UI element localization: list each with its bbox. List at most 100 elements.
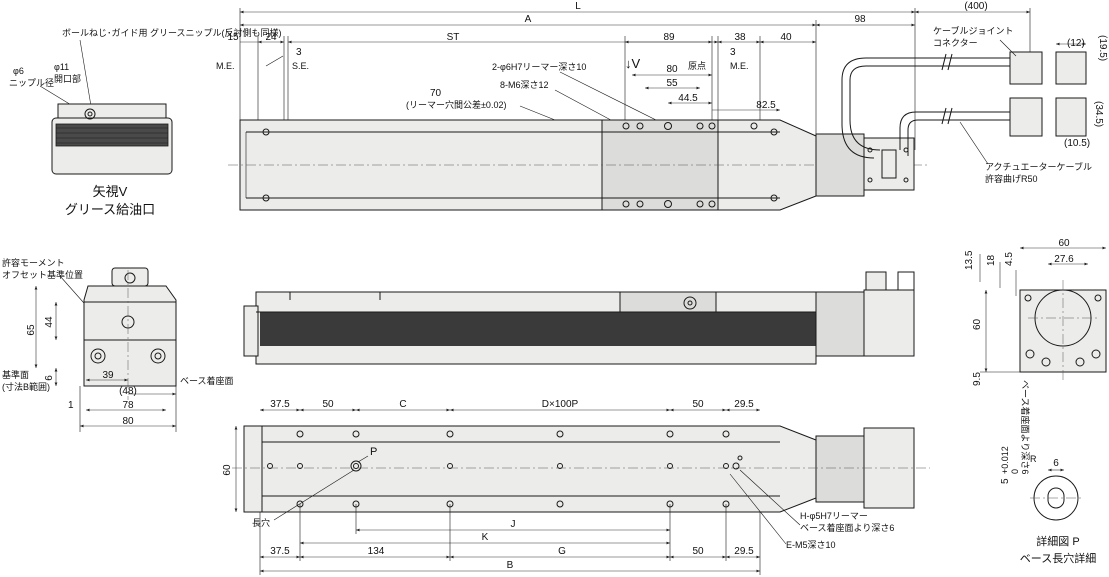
dim-L: L [575, 1, 581, 12]
dim-80: 80 [666, 64, 678, 75]
grease-nipple-label: ボールねじ･ガイド用 グリースニップル(反対側も同様) [62, 27, 282, 38]
end-view: 許容モーメント オフセット基準位置 65 44 6 基準面 (寸法B範囲) 39… [2, 257, 234, 432]
cable-joint-label: ケーブルジョイント [933, 25, 1013, 36]
dim-34-5: (34.5) [1093, 101, 1104, 127]
dim-24: 24 [265, 32, 277, 43]
dim-78: 78 [122, 400, 134, 411]
dim-60-motor-height: 60 [972, 318, 983, 330]
actuator-cable-label: アクチュエーターケーブル [985, 161, 1092, 172]
dim-44: 44 [44, 316, 55, 328]
se-label: S.E. [292, 61, 309, 71]
dim-K: K [482, 532, 489, 543]
dim-37-5b: 37.5 [270, 546, 290, 557]
dim-3b: 3 [730, 47, 736, 58]
dim-4-5: 4.5 [1004, 252, 1015, 266]
dim-D100P: D×100P [542, 399, 579, 410]
opening-label: 開口部 [54, 73, 81, 84]
h-hole-label: H-φ5H7リーマー [800, 511, 868, 521]
dim-J: J [511, 519, 516, 530]
dim-A: A [525, 14, 532, 25]
detail-p-radius: R [1030, 454, 1037, 464]
dim-3a: 3 [296, 47, 302, 58]
section-v-view: ボールねじ･ガイド用 グリースニップル(反対側も同様) φ6 ニップル径 φ11… [9, 27, 282, 217]
hole-8-m6-label: 8-M6深さ12 [500, 80, 549, 90]
cable-joint-connector [1009, 51, 1043, 85]
detail-p-depth-label: ベース着座面より深さ6 [1020, 380, 1031, 474]
dim-ST: ST [447, 32, 460, 43]
dim-13-5: 13.5 [964, 250, 975, 270]
dim-6-detail: 6 [1053, 458, 1059, 469]
dim-98: 98 [854, 14, 866, 25]
dim-50c: 50 [692, 546, 704, 557]
dim-12: (12) [1067, 38, 1085, 49]
h-hole-depth-label: ベース着座面より深さ6 [800, 522, 894, 533]
dim-15: 15 [227, 32, 239, 43]
ref-range-label: (寸法B範囲) [2, 381, 50, 392]
dim-6: 6 [44, 375, 55, 381]
top-view: L A 98 (400) 15 24 3 ST 89 3 38 40 M.E. [216, 1, 1108, 211]
nipple-dia-label: ニップル径 [9, 77, 54, 88]
dim-39: 39 [102, 370, 114, 381]
phi11-label: φ11 [54, 62, 69, 72]
detail-p-tol-lower: 0 [1010, 469, 1020, 474]
detail-p-tol-upper: +0.012 [1000, 446, 1010, 474]
origin-label: 原点 [688, 61, 706, 71]
reamer-tolerance-label: (リーマー穴間公差±0.02) [406, 99, 506, 110]
detail-p-marker: P [370, 446, 377, 458]
dim-70: 70 [430, 88, 442, 99]
dim-29-5b: 29.5 [734, 546, 754, 557]
side-view [243, 271, 915, 365]
dim-40: 40 [780, 32, 792, 43]
dim-29-5a: 29.5 [734, 399, 754, 410]
section-v-title: 矢視V [93, 184, 128, 199]
dim-44-5: 44.5 [678, 93, 698, 104]
ref-surface-label: 基準面 [2, 369, 29, 380]
motor-flange-view: 60 27.6 13.5 18 4.5 60 9.5 [964, 238, 1107, 386]
dim-19-5: (19.5) [1097, 35, 1108, 61]
arrow-v-label: ↓V [625, 56, 641, 71]
dim-9-5: 9.5 [972, 372, 983, 386]
dim-60-bottom: 60 [222, 464, 233, 476]
slot-label: 長穴 [252, 517, 270, 528]
detail-p-tolerance: 5 [1000, 478, 1011, 484]
bend-radius-label: 許容曲げR50 [985, 173, 1038, 184]
dim-50a: 50 [322, 399, 334, 410]
base-holes [267, 430, 743, 508]
dim-37-5a: 37.5 [270, 399, 290, 410]
moment-label: 許容モーメント [2, 257, 65, 268]
dim-48: (48) [119, 386, 137, 397]
detail-p-title: 詳細図 P [1036, 534, 1079, 548]
dim-10-5: (10.5) [1064, 138, 1090, 149]
dim-50b: 50 [692, 399, 704, 410]
hole-2-phi6-label: 2-φ6H7リーマー深さ10 [492, 62, 586, 72]
me-left-label: M.E. [216, 61, 235, 71]
dim-38: 38 [734, 32, 746, 43]
dim-C: C [399, 399, 406, 410]
dim-134: 134 [368, 546, 385, 557]
dim-27-6: 27.6 [1054, 254, 1074, 265]
phi6-label: φ6 [13, 66, 24, 76]
dim-G: G [558, 546, 566, 557]
e-hole-label: E-M5深さ10 [786, 540, 836, 550]
dim-80-end: 80 [122, 416, 134, 427]
grease-nipple-icon [84, 108, 96, 120]
detail-p-subtitle: ベース長穴詳細 [1020, 551, 1096, 565]
section-v-subtitle: グリース給油口 [65, 202, 155, 217]
bottom-view: 37.5 50 C D×100P 50 29.5 60 [222, 399, 930, 575]
dim-18: 18 [986, 254, 997, 266]
dim-B: B [507, 560, 514, 571]
dim-82-5: 82.5 [756, 100, 776, 111]
offset-ref-label: オフセット基準位置 [2, 269, 83, 280]
bellows-pattern [56, 127, 168, 144]
dim-55: 55 [666, 78, 678, 89]
connector-label: コネクター [933, 38, 978, 48]
dim-1: 1 [68, 400, 74, 411]
dim-400: (400) [964, 1, 987, 12]
detail-p-view: ベース着座面より深さ6 5 +0.012 0 6 R 詳細図 P ベース長穴詳細 [1000, 380, 1096, 565]
dim-65: 65 [26, 324, 37, 336]
dim-60-motor-width: 60 [1058, 238, 1070, 249]
base-surface-label: ベース着座面 [180, 375, 234, 386]
mounting-holes-top [262, 122, 778, 208]
me-right-label: M.E. [730, 61, 749, 71]
